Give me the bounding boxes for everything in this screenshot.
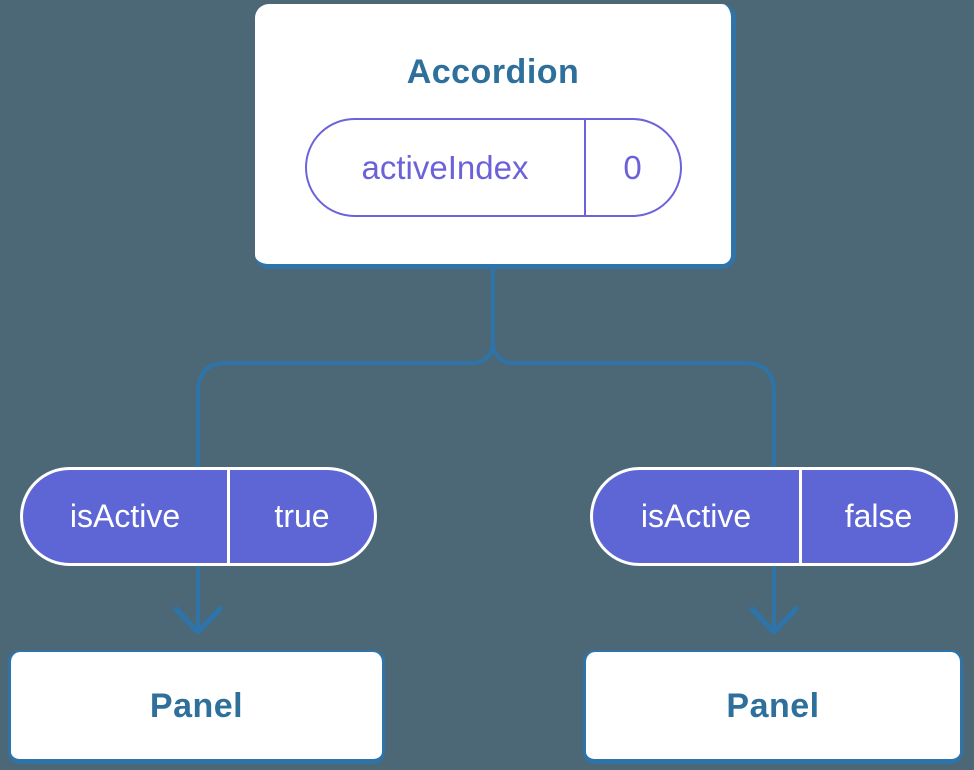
state-value-label: 0 [583,120,680,215]
prop-pill-isactive-true: isActive true [20,467,377,566]
state-pill-activeindex: activeIndex 0 [304,118,682,217]
arrow-down-icon [173,606,223,635]
prop-name-label: isActive [640,498,752,534]
panel-node-left: Panel [8,650,385,764]
panel-node-right: Panel [583,650,963,764]
prop-name-label: isActive [69,498,181,534]
connector-right-branch [491,261,776,633]
prop-pill-isactive-false: isActive false [590,467,958,566]
connector-left-branch [196,261,495,633]
prop-value-label: false [799,470,955,563]
accordion-node: Accordion activeIndex 0 [255,4,736,269]
panel-node-title: Panel [149,686,244,725]
accordion-node-title: Accordion [406,53,580,91]
panel-node-title: Panel [726,686,820,725]
arrow-down-icon [749,606,799,635]
prop-value-label: true [227,470,374,563]
state-name-label: activeIndex [361,148,529,186]
